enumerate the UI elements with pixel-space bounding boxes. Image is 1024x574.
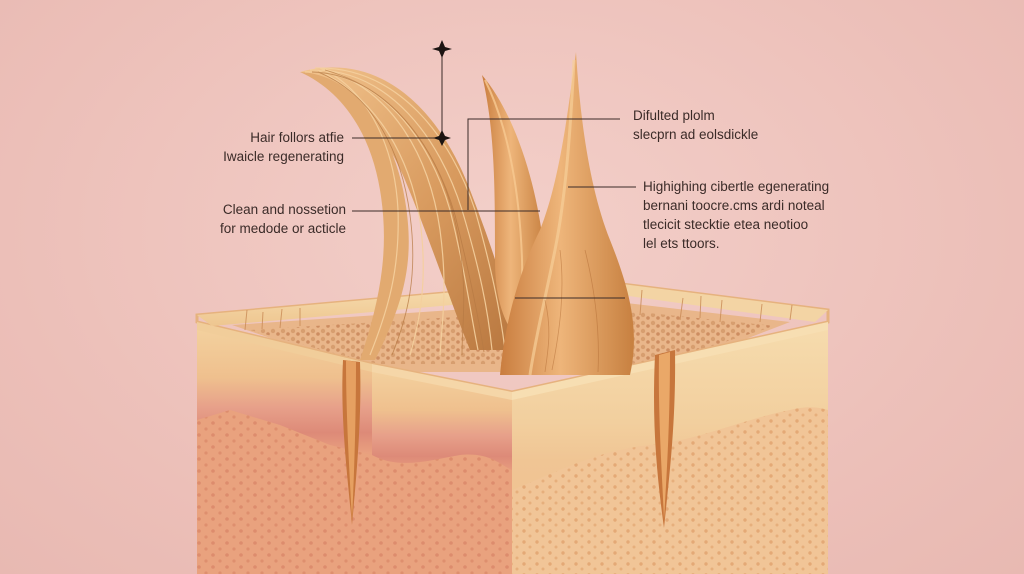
label-highlighting-line3: tlecicit stecktie etea neotioo: [643, 217, 809, 232]
star-marker-top: [432, 40, 452, 58]
label-hair-follicle-line2: Iwaicle regenerating: [223, 149, 344, 164]
hair-strand-bundle: [300, 67, 515, 360]
label-diffused: Difulted plolm slecprn ad eolsdickle: [633, 106, 758, 144]
follicle-grooves: [342, 350, 676, 528]
label-diffused-line2: slecprn ad eolsdickle: [633, 127, 759, 142]
label-highlighting-line1: Highighing cibertle egenerating: [643, 179, 830, 194]
label-clean-line1: Clean and nossetion: [222, 202, 346, 217]
label-highlighting: Highighing cibertle egenerating bernani …: [643, 177, 829, 253]
label-clean: Clean and nossetion for medode or acticl…: [196, 200, 346, 238]
skin-block-mid-face: [372, 364, 512, 574]
label-highlighting-line4: lel ets ttoors.: [643, 236, 720, 251]
label-hair-follicle: Hair follors atfie Iwaicle regenerating: [214, 128, 344, 166]
label-highlighting-line2: bernani toocre.cms ardi noteal: [643, 198, 825, 213]
hair-follicle-spike-front: [500, 52, 634, 376]
star-markers: [432, 40, 452, 146]
leader-lines: [352, 48, 636, 299]
label-hair-follicle-line1: Hair follors atfie: [250, 130, 344, 145]
label-clean-line2: for medode or acticle: [219, 221, 346, 236]
star-marker-mid: [433, 130, 451, 146]
label-diffused-line1: Difulted plolm: [633, 108, 715, 123]
small-hairs: [244, 289, 793, 331]
skin-block-left-face: [197, 322, 372, 574]
